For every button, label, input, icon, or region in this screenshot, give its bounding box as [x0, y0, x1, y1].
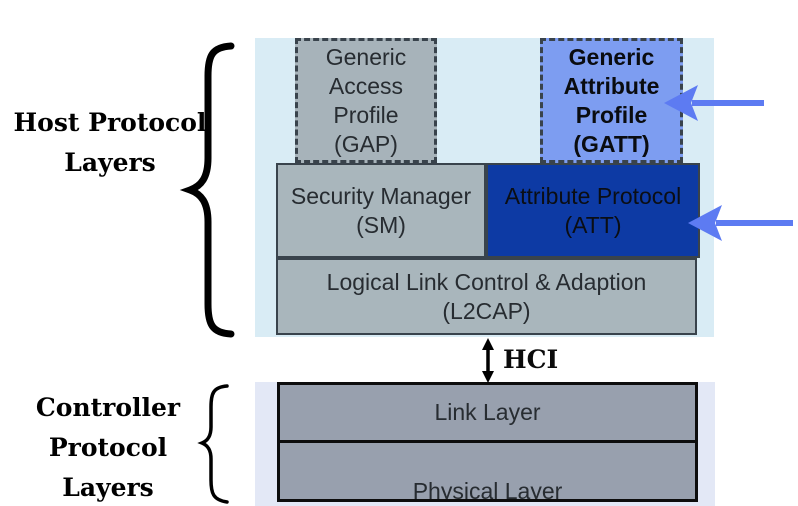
controller-label-line: Layers	[62, 473, 154, 502]
sm-line: (SM)	[356, 211, 406, 238]
host-label-line: Layers	[64, 148, 156, 177]
gatt-line: (GATT)	[573, 130, 650, 157]
gap-line: Profile	[333, 101, 399, 128]
gatt-line: Attribute	[563, 72, 660, 99]
host-protocol-layers-label: Host Protocol Layers	[8, 103, 212, 183]
gap-line: (GAP)	[334, 130, 398, 157]
gap-line: Access	[328, 72, 404, 99]
controller-protocol-layers-label: Controller Protocol Layers	[8, 388, 208, 506]
controller-label-line: Controller	[35, 393, 181, 422]
physical-layer-label: Physical Layer	[412, 478, 563, 502]
hci-double-arrow-icon	[482, 338, 494, 383]
gap-line: Generic	[325, 43, 407, 70]
controller-label-line: Protocol	[48, 433, 168, 462]
att-line: Attribute Protocol	[504, 182, 682, 209]
host-curly-brace-icon	[179, 42, 235, 338]
security-manager-box: Security Manager (SM)	[276, 163, 486, 258]
att-line: (ATT)	[564, 211, 622, 238]
l2cap-line: (L2CAP)	[442, 297, 531, 324]
gatt-line: Generic	[568, 43, 655, 70]
physical-layer-box: Physical Layer	[277, 443, 698, 502]
hci-label: HCI	[503, 345, 559, 374]
l2cap-box: Logical Link Control & Adaption (L2CAP)	[276, 258, 697, 335]
host-label-line: Host Protocol	[13, 108, 207, 137]
gatt-box: Generic Attribute Profile (GATT)	[540, 38, 683, 163]
link-layer-label: Link Layer	[434, 399, 541, 425]
gap-box: Generic Access Profile (GAP)	[295, 38, 437, 163]
gatt-line: Profile	[575, 101, 648, 128]
sm-line: Security Manager	[290, 182, 472, 209]
attribute-protocol-box: Attribute Protocol (ATT)	[486, 163, 700, 258]
l2cap-line: Logical Link Control & Adaption	[326, 268, 647, 295]
link-layer-box: Link Layer	[277, 382, 698, 443]
